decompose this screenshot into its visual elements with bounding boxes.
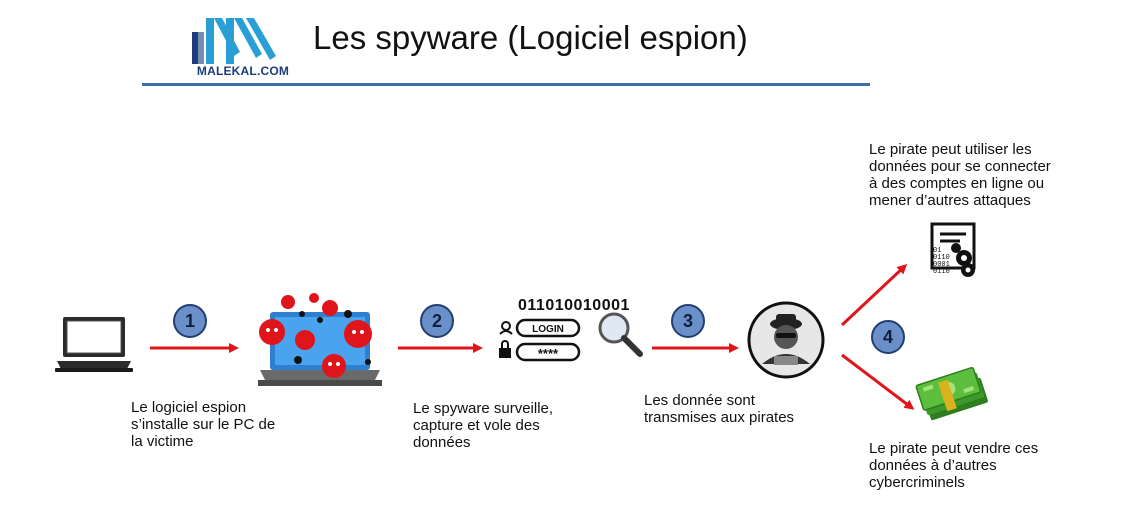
title-underline: [142, 83, 870, 86]
svg-text:0110: 0110: [933, 268, 950, 276]
magnifier-icon: [596, 310, 646, 365]
step-2-caption: Le spyware surveille, capture et vole de…: [413, 400, 554, 451]
step-3-badge: 3: [671, 304, 705, 338]
virus-icon: [259, 293, 372, 378]
svg-text:01: 01: [933, 247, 941, 255]
step-4-badge: 4: [871, 320, 905, 354]
binary-text: 011010010001: [518, 297, 630, 314]
step-2-badge: 2: [420, 304, 454, 338]
money-icon: [915, 366, 992, 423]
malekal-logo[interactable]: [184, 12, 302, 78]
page-title: Les spyware (Logiciel espion): [313, 19, 748, 56]
logo-text: MALEKAL.COM: [196, 64, 290, 78]
data-gears-icon: 01 0110 0001 0110: [930, 222, 980, 283]
step-3-caption: Les donnée sont transmises aux pirates: [644, 392, 795, 426]
laptop-icon: [55, 315, 133, 378]
infected-laptop-icon: [248, 290, 388, 395]
outcome-bottom-caption: Le pirate peut vendre ces données à d’au…: [869, 440, 1039, 491]
svg-text:****: ****: [538, 346, 559, 361]
arrow-4-up: [840, 263, 908, 327]
arrow-4-down: [841, 353, 915, 410]
step-1-badge: 1: [173, 304, 207, 338]
svg-text:0001: 0001: [933, 261, 950, 269]
outcome-top-caption: Le pirate peut utiliser les données pour…: [869, 141, 1051, 209]
svg-text:0110: 0110: [933, 254, 950, 262]
step-1-caption: Le logiciel espion s’installe sur le PC …: [131, 399, 276, 450]
login-icon: LOGIN ****: [498, 318, 588, 369]
hacker-icon: [746, 300, 826, 385]
svg-text:LOGIN: LOGIN: [532, 324, 564, 335]
